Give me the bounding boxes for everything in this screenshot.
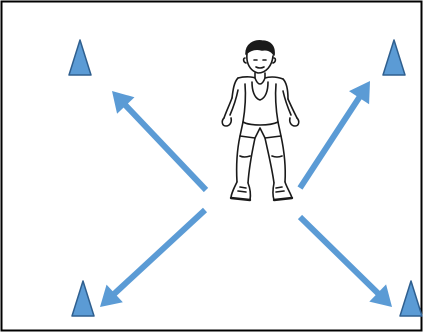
drill-diagram [0, 0, 423, 332]
diagram-border [2, 2, 422, 331]
diagram-canvas [0, 0, 423, 332]
